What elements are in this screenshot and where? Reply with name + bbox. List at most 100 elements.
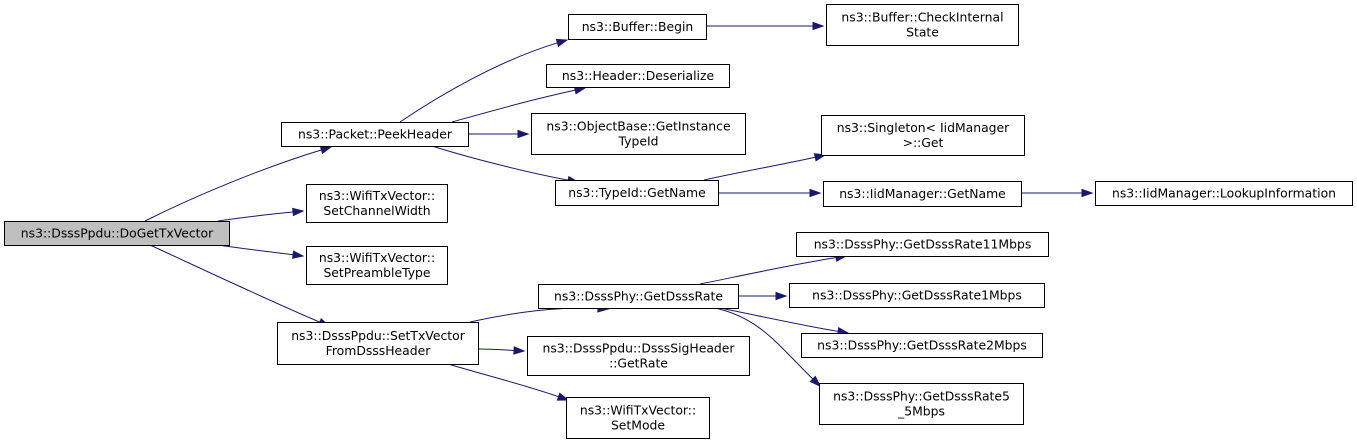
node-getDsssRate5[interactable]: ns3::DsssPhy::GetDsssRate5_5Mbps [819, 383, 1024, 425]
arrowhead-icon [809, 188, 822, 198]
node-lookupInformation[interactable]: ns3::IidManager::LookupInformation [1095, 181, 1353, 206]
edge-peekHeader-to-bufferBegin [399, 38, 569, 123]
node-label: TypeId [618, 134, 659, 149]
arrowhead-icon [319, 145, 333, 155]
node-iidGetName[interactable]: ns3::IidManager::GetName [823, 181, 1022, 207]
node-label: ns3::DsssPpdu::DoGetTxVector [21, 226, 214, 241]
node-box [4, 221, 230, 246]
edge-getDsssRate-to-getDsssRate1 [738, 291, 788, 301]
edge-line [719, 307, 840, 333]
edge-line [714, 307, 814, 381]
node-label: ns3::DsssPhy::GetDsssRate11Mbps [814, 237, 1032, 252]
node-setChannelWidth[interactable]: ns3::WifiTxVector::SetChannelWidth [306, 184, 448, 223]
node-label: ns3::ObjectBase::GetInstance [546, 119, 730, 134]
edge-line [699, 256, 838, 285]
node-label: ns3::Packet::PeekHeader [298, 127, 453, 142]
edge-typeIdGetName-to-singletonGet [703, 153, 827, 181]
edge-line [144, 149, 323, 222]
node-label: ns3::Buffer::CheckInternal [841, 10, 1003, 25]
node-label: ns3::DsssPhy::GetDsssRate2Mbps [817, 338, 1027, 353]
node-label: ns3::Header::Deserialize [562, 68, 714, 83]
edge-getDsssRate-to-getDsssRate11 [699, 253, 848, 285]
node-singletonGet[interactable]: ns3::Singleton< IidManager>::Get [821, 115, 1025, 156]
edge-setTxVectorFromDsssHeader-to-sigHeaderGetRate [477, 346, 526, 355]
node-label: ns3::IidManager::LookupInformation [1112, 186, 1336, 201]
arrowhead-icon [292, 207, 305, 217]
node-box [281, 122, 469, 147]
arrowhead-icon [555, 38, 569, 48]
node-label: ns3::WifiTxVector:: [580, 403, 696, 418]
node-box [826, 4, 1019, 46]
arrowhead-icon [809, 375, 822, 388]
node-label: FromDsssHeader [326, 343, 432, 358]
node-label: ns3::Singleton< IidManager [837, 120, 1010, 135]
node-label: ns3::IidManager::GetName [839, 186, 1006, 201]
edge-line [477, 348, 516, 352]
node-box [796, 232, 1049, 257]
node-setMode[interactable]: ns3::WifiTxVector::SetMode [566, 397, 710, 439]
node-box [527, 336, 750, 376]
edge-line [217, 211, 295, 222]
node-typeIdGetName[interactable]: ns3::TypeId::GetName [555, 180, 719, 206]
node-root[interactable]: ns3::DsssPpdu::DoGetTxVector [4, 221, 230, 246]
node-setPreambleType[interactable]: ns3::WifiTxVector::SetPreambleType [306, 246, 448, 285]
node-box [1095, 181, 1353, 206]
node-label: ns3::TypeId::GetName [568, 185, 706, 200]
node-label: ns3::WifiTxVector:: [319, 188, 435, 203]
arrowhead-icon [517, 129, 530, 139]
node-box [277, 322, 479, 365]
node-box [531, 113, 746, 155]
edge-line [217, 244, 295, 256]
node-label: _5Mbps [897, 404, 945, 419]
node-box [821, 115, 1025, 156]
node-getDsssRate[interactable]: ns3::DsssPhy::GetDsssRate [538, 284, 739, 309]
node-label: State [906, 25, 939, 40]
node-label: ns3::DsssPpdu::SetTxVector [291, 328, 465, 343]
node-label: ns3::DsssPpdu::DsssSigHeader [542, 341, 735, 356]
node-label: ::GetRate [609, 356, 668, 371]
edge-line [431, 145, 570, 181]
node-label: ns3::DsssPhy::GetDsssRate1Mbps [812, 288, 1022, 303]
node-box [555, 180, 719, 206]
node-getDsssRate11[interactable]: ns3::DsssPhy::GetDsssRate11Mbps [796, 232, 1049, 257]
edge-iidGetName-to-lookupInformation [1021, 188, 1094, 198]
edge-root-to-setTxVectorFromDsssHeader [149, 244, 331, 327]
node-label: ns3::Buffer::Begin [582, 19, 694, 34]
node-box [819, 383, 1024, 425]
edge-line [703, 156, 817, 181]
edge-root-to-setChannelWidth [217, 207, 305, 222]
node-label: ns3::DsssPhy::GetDsssRate [554, 289, 723, 304]
arrowhead-icon [292, 250, 305, 259]
arrowhead-icon [1081, 188, 1094, 198]
edge-bufferBegin-to-checkInternalState [706, 21, 825, 31]
node-peekHeader[interactable]: ns3::Packet::PeekHeader [281, 122, 469, 147]
edge-getDsssRate-to-getDsssRate5 [714, 307, 822, 388]
edge-line [451, 89, 577, 123]
node-getDsssRate1[interactable]: ns3::DsssPhy::GetDsssRate1Mbps [789, 283, 1045, 308]
node-box [306, 184, 448, 223]
node-box [306, 246, 448, 285]
node-box [801, 333, 1043, 358]
edge-setTxVectorFromDsssHeader-to-setMode [447, 363, 570, 401]
edge-root-to-peekHeader [144, 145, 333, 222]
arrowhead-icon [513, 346, 526, 355]
arrowhead-icon [556, 392, 570, 401]
node-sigHeaderGetRate[interactable]: ns3::DsssPpdu::DsssSigHeader::GetRate [527, 336, 750, 376]
node-label: ns3::WifiTxVector:: [319, 250, 435, 265]
edge-getDsssRate-to-getDsssRate2 [719, 307, 850, 336]
node-label: ns3::DsssPhy::GetDsssRate5 [833, 389, 1010, 404]
arrowhead-icon [775, 291, 788, 301]
node-bufferBegin[interactable]: ns3::Buffer::Begin [568, 14, 707, 40]
node-getDsssRate2[interactable]: ns3::DsssPhy::GetDsssRate2Mbps [801, 333, 1043, 358]
node-label: SetPreambleType [323, 265, 430, 280]
edge-typeIdGetName-to-iidGetName [718, 188, 822, 198]
edge-peekHeader-to-getInstanceTypeId [468, 129, 530, 139]
node-box [546, 64, 730, 88]
node-box [538, 284, 739, 309]
node-label: >::Get [903, 135, 944, 150]
node-headerDeserialize[interactable]: ns3::Header::Deserialize [546, 64, 730, 88]
edge-root-to-setPreambleType [217, 244, 305, 259]
